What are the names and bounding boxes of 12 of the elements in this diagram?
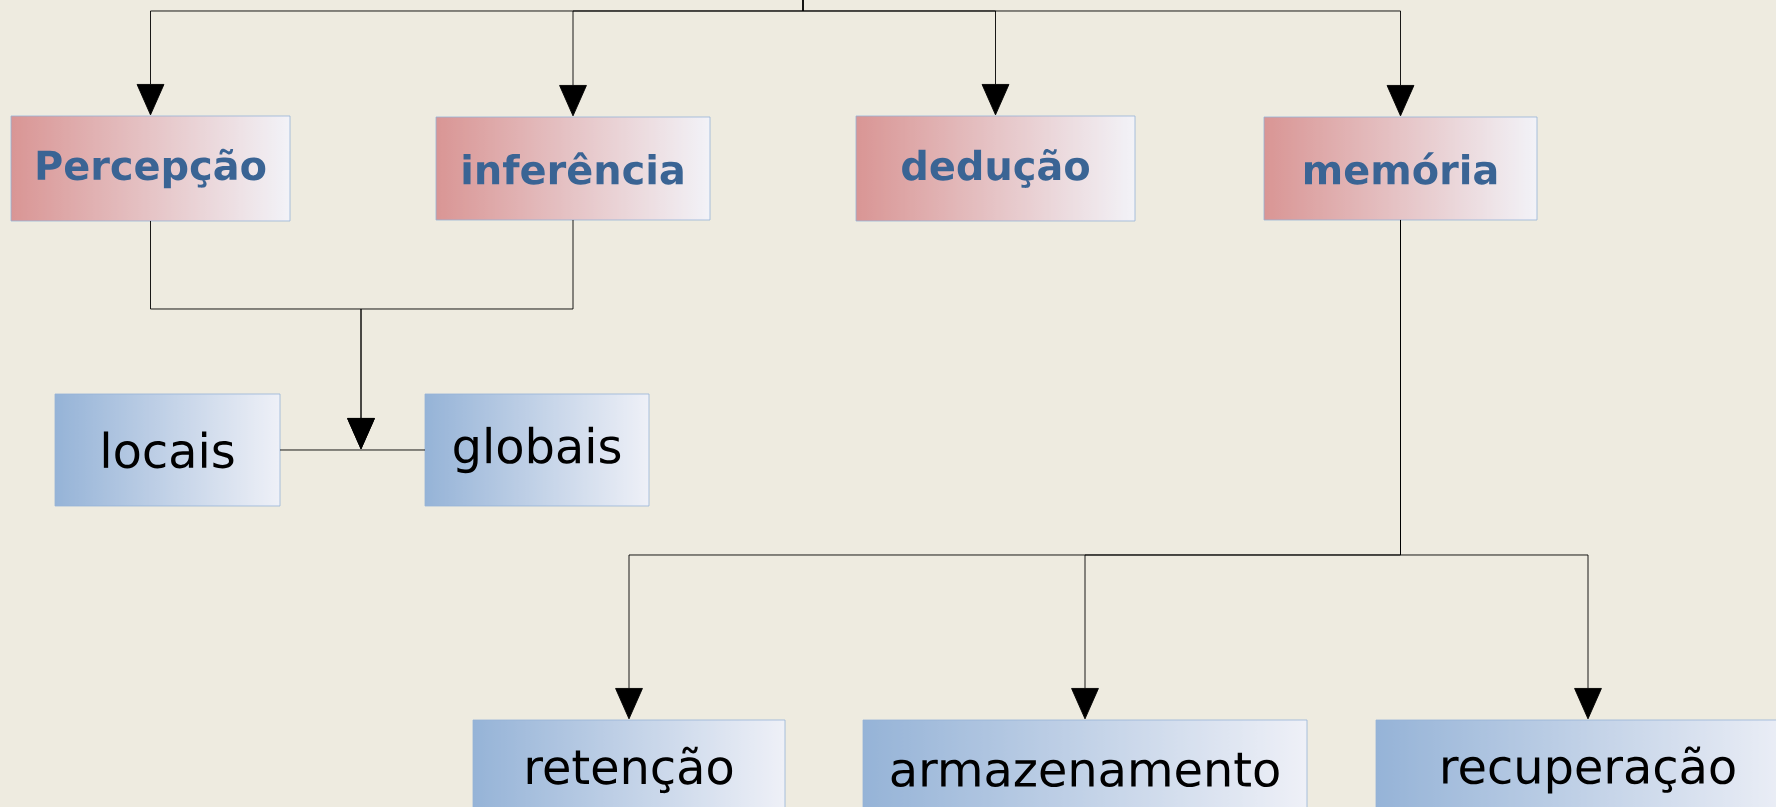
concept-box: locais [54,393,281,507]
concept-box: retenção [472,719,786,807]
concept-box: inferência [435,116,711,221]
concept-box: Percepção [10,115,291,222]
concept-box: recuperação [1375,719,1776,807]
arrow [1400,219,1602,720]
arrow [347,219,574,450]
concept-box: armazenamento [862,719,1308,807]
concept-box: globais [424,393,650,507]
concept-box: dedução [855,115,1136,222]
concept-box: memória [1263,116,1538,221]
arrow [802,0,1415,117]
